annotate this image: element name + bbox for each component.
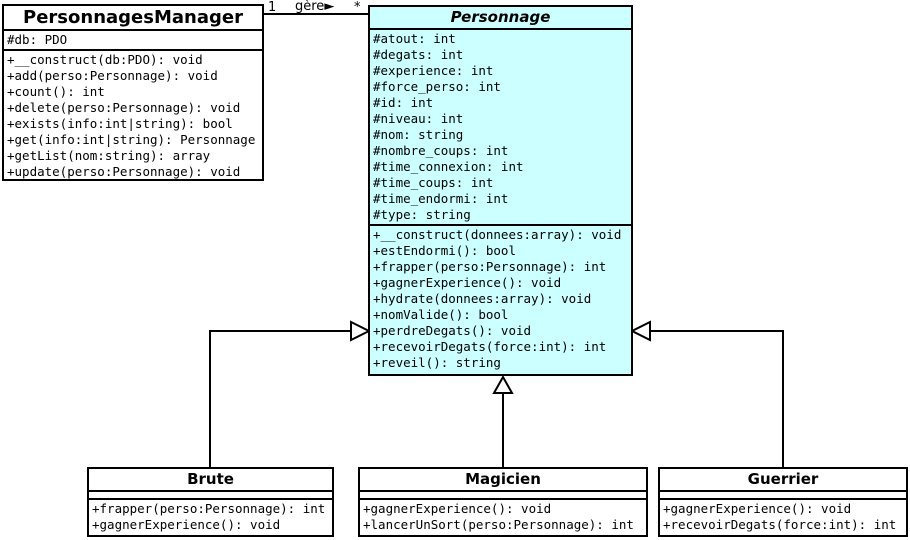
- member-line: +gagnerExperience(): void: [663, 501, 852, 516]
- association-direction-arrow-icon: ►: [324, 0, 335, 14]
- class-box-magicien[interactable]: Magicien +gagnerExperience(): void+lance…: [358, 467, 648, 537]
- methods-compartment: +frapper(perso:Personnage): int+gagnerEx…: [89, 500, 332, 535]
- member-line: +add(perso:Personnage): void: [7, 68, 218, 83]
- member-line: +perdreDegats(): void: [373, 323, 532, 338]
- member-line: +recevoirDegats(force:int): int: [373, 339, 607, 354]
- association-name-label: gère►: [295, 0, 334, 14]
- class-box-personnagesmanager[interactable]: PersonnagesManager #db: PDO +__construct…: [2, 4, 264, 181]
- member-line: +frapper(perso:Personnage): int: [92, 501, 326, 516]
- member-line: +hydrate(donnees:array): void: [373, 291, 592, 306]
- member-line: +estEndormi(): bool: [373, 243, 516, 258]
- member-line: +frapper(perso:Personnage): int: [373, 259, 607, 274]
- inheritance-arrow-guerrier-icon: [629, 320, 651, 342]
- member-line: +update(perso:Personnage): void: [7, 164, 241, 179]
- member-line: +gagnerExperience(): void: [92, 517, 281, 532]
- member-line: #experience: int: [373, 63, 494, 78]
- member-line: #time_connexion: int: [373, 159, 524, 174]
- class-title: Brute: [89, 469, 332, 492]
- member-line: +get(info:int|string): Personnage: [7, 132, 256, 147]
- member-line: #type: string: [373, 207, 471, 222]
- member-line: +recevoirDegats(force:int): int: [663, 517, 897, 532]
- inheritance-line-guerrier: [650, 330, 784, 467]
- attributes-compartment: [360, 492, 646, 500]
- association-multiplicity-source: 1: [268, 0, 277, 15]
- member-line: +count(): int: [7, 84, 105, 99]
- member-line: #time_endormi: int: [373, 191, 509, 206]
- member-line: #niveau: int: [373, 111, 464, 126]
- member-line: +gagnerExperience(): void: [363, 501, 552, 516]
- member-line: #nombre_coups: int: [373, 143, 509, 158]
- member-line: #id: int: [373, 95, 434, 110]
- association-name-text: gère: [295, 0, 325, 14]
- member-line: +__construct(donnees:array): void: [373, 227, 622, 242]
- inheritance-arrow-magicien-icon: [492, 374, 514, 394]
- attributes-compartment: [89, 492, 332, 500]
- methods-compartment: +__construct(donnees:array): void+estEnd…: [370, 226, 631, 374]
- inheritance-line-brute: [209, 330, 351, 467]
- attributes-compartment: #db: PDO: [4, 31, 262, 51]
- class-title: Personnage: [370, 7, 631, 30]
- class-title: Guerrier: [660, 469, 906, 492]
- member-line: +exists(info:int|string): bool: [7, 116, 233, 131]
- member-line: #nom: string: [373, 127, 464, 142]
- member-line: +gagnerExperience(): void: [373, 275, 562, 290]
- methods-compartment: +gagnerExperience(): void+recevoirDegats…: [660, 500, 906, 535]
- member-line: +__construct(db:PDO): void: [7, 52, 203, 67]
- class-box-personnage[interactable]: Personnage #atout: int#degats: int#exper…: [368, 5, 633, 376]
- class-title: Magicien: [360, 469, 646, 492]
- association-multiplicity-target: *: [354, 0, 361, 15]
- member-line: +getList(nom:string): array: [7, 148, 211, 163]
- attributes-compartment: [660, 492, 906, 500]
- member-line: #atout: int: [373, 31, 456, 46]
- member-line: #force_perso: int: [373, 79, 501, 94]
- inheritance-arrow-brute-icon: [350, 320, 372, 342]
- member-line: #db: PDO: [7, 32, 68, 47]
- class-box-guerrier[interactable]: Guerrier +gagnerExperience(): void+recev…: [658, 467, 908, 537]
- methods-compartment: +__construct(db:PDO): void+add(perso:Per…: [4, 51, 262, 179]
- methods-compartment: +gagnerExperience(): void+lancerUnSort(p…: [360, 500, 646, 535]
- member-line: +nomValide(): bool: [373, 307, 509, 322]
- member-line: #degats: int: [373, 47, 464, 62]
- class-title: PersonnagesManager: [4, 6, 262, 31]
- member-line: +lancerUnSort(perso:Personnage): int: [363, 517, 634, 532]
- attributes-compartment: #atout: int#degats: int#experience: int#…: [370, 30, 631, 226]
- class-box-brute[interactable]: Brute +frapper(perso:Personnage): int+ga…: [87, 467, 334, 537]
- member-line: +delete(perso:Personnage): void: [7, 100, 241, 115]
- member-line: #time_coups: int: [373, 175, 494, 190]
- member-line: +reveil(): string: [373, 355, 501, 370]
